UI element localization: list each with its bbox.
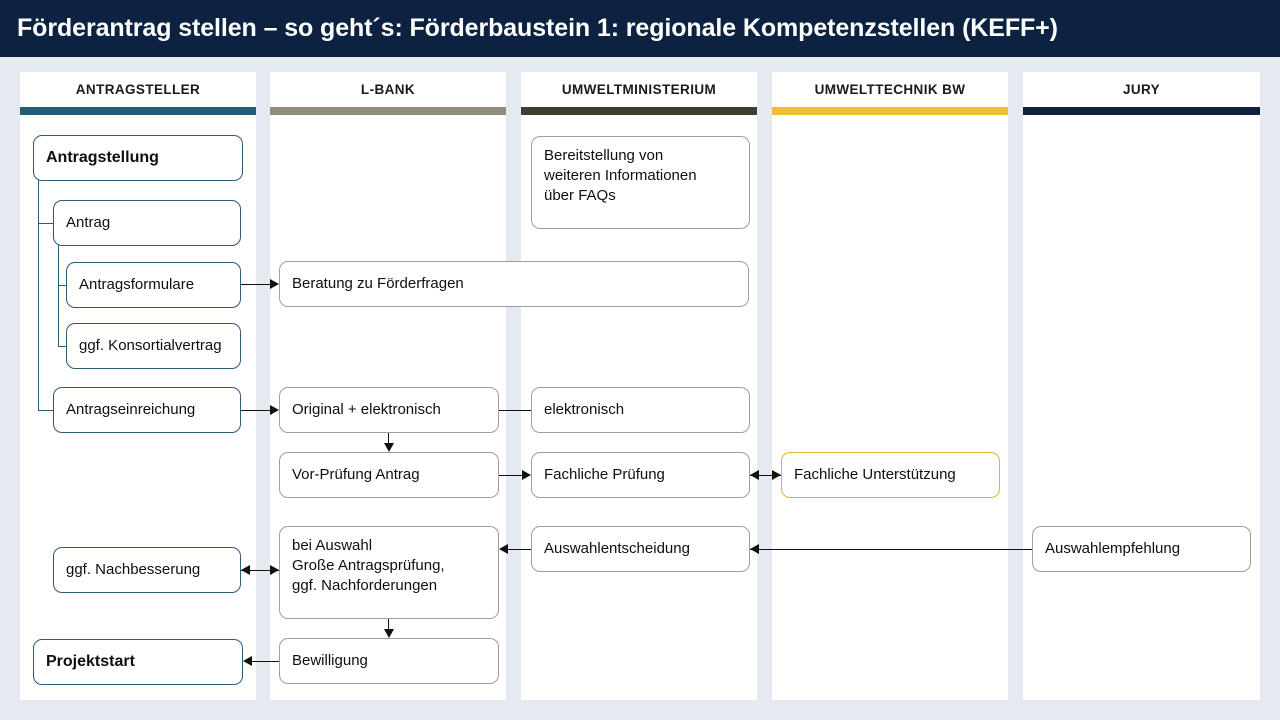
tree-branch-antragseinreichung bbox=[38, 410, 55, 412]
arrowhead-nachbesserung-left bbox=[241, 565, 250, 575]
page-title-bar: Förderantrag stellen – so geht´s: Förder… bbox=[0, 0, 1280, 57]
tree-trunk-sub bbox=[58, 245, 60, 347]
node-antragsformulare[interactable]: Antragsformulare bbox=[66, 262, 241, 308]
node-grosse-antragspruefung[interactable]: bei Auswahl Große Antragsprüfung, ggf. N… bbox=[279, 526, 499, 619]
node-faq-line2: weiteren Informationen bbox=[544, 166, 697, 184]
node-fachliche-unterstuetzung-label: Fachliche Unterstützung bbox=[794, 466, 956, 484]
arrowhead-vorpruefung bbox=[384, 443, 394, 452]
node-antrag-label: Antrag bbox=[66, 214, 111, 232]
connector-nachbesserung-to-grosse-pruefung bbox=[241, 570, 279, 572]
node-elektronisch[interactable]: elektronisch bbox=[531, 387, 750, 433]
node-faq-line3: über FAQs bbox=[544, 186, 616, 204]
connector-antragseinreichung-to-original bbox=[241, 410, 270, 412]
connector-vorpruefung-to-fachliche-pruefung bbox=[499, 475, 522, 477]
node-fachliche-pruefung[interactable]: Fachliche Prüfung bbox=[531, 452, 750, 498]
arrowhead-beratung bbox=[270, 279, 279, 289]
node-projektstart-label: Projektstart bbox=[46, 653, 135, 671]
node-beratung[interactable]: Beratung zu Förderfragen bbox=[279, 261, 749, 307]
node-antragseinreichung-label: Antragseinreichung bbox=[66, 401, 196, 419]
node-konsortialvertrag-label: ggf. Konsortialvertrag bbox=[79, 337, 222, 355]
arrowhead-original-elektronisch bbox=[270, 405, 279, 415]
node-faq-bereitstellung[interactable]: Bereitstellung von weiteren Informatione… bbox=[531, 136, 750, 229]
node-grosse-antragspruefung-line1: bei Auswahl bbox=[292, 537, 373, 554]
swimlane-jury: JURY bbox=[1023, 72, 1260, 700]
node-nachbesserung-label: ggf. Nachbesserung bbox=[66, 561, 201, 579]
node-vorpruefung-label: Vor-Prüfung Antrag bbox=[292, 466, 420, 484]
node-fachliche-pruefung-label: Fachliche Prüfung bbox=[544, 466, 665, 484]
node-antragstellung[interactable]: Antragstellung bbox=[33, 135, 243, 181]
swimlane-header-umwelttechnik: UMWELTTECHNIK BW bbox=[772, 72, 1008, 106]
node-grosse-antragspruefung-line3: ggf. Nachforderungen bbox=[292, 576, 438, 594]
arrowhead-auswahlentscheidung bbox=[750, 544, 759, 554]
connector-grosse-pruefung-to-bewilligung bbox=[388, 619, 390, 630]
tree-branch-antrag bbox=[38, 223, 55, 225]
swimlane-accent-umwelttechnik bbox=[772, 107, 1008, 115]
connector-original-to-vorpruefung bbox=[388, 433, 390, 444]
node-original-elektronisch[interactable]: Original + elektronisch bbox=[279, 387, 499, 433]
node-auswahlentscheidung[interactable]: Auswahlentscheidung bbox=[531, 526, 750, 572]
connector-auswahlempfehlung-to-auswahlentscheidung bbox=[750, 549, 1032, 551]
connector-original-to-elektronisch bbox=[499, 410, 531, 412]
swimlane-header-umweltministerium: UMWELTMINISTERIUM bbox=[521, 72, 757, 106]
page-title: Förderantrag stellen – so geht´s: Förder… bbox=[17, 14, 1058, 42]
node-vorpruefung[interactable]: Vor-Prüfung Antrag bbox=[279, 452, 499, 498]
tree-trunk-main bbox=[38, 180, 40, 411]
connector-auswahlentscheidung-to-grosse-pruefung bbox=[508, 549, 531, 551]
node-antragsformulare-label: Antragsformulare bbox=[79, 276, 195, 294]
node-faq-line1: Bereitstellung von bbox=[544, 147, 664, 164]
arrowhead-fachliche-pruefung-left bbox=[750, 470, 759, 480]
swimlane-label-jury: JURY bbox=[1122, 81, 1161, 97]
swimlane-accent-antragsteller bbox=[20, 107, 256, 115]
connector-fachliche-pruefung-to-unterstuetzung bbox=[750, 475, 781, 477]
node-antragstellung-label: Antragstellung bbox=[46, 149, 159, 167]
swimlane-accent-jury bbox=[1023, 107, 1260, 115]
arrowhead-grosse-antragspruefung bbox=[499, 544, 508, 554]
swimlane-label-antragsteller: ANTRAGSTELLER bbox=[75, 81, 201, 97]
arrowhead-projektstart bbox=[243, 656, 252, 666]
connector-bewilligung-to-projektstart bbox=[252, 661, 279, 663]
arrowhead-fachliche-pruefung bbox=[522, 470, 531, 480]
node-beratung-label: Beratung zu Förderfragen bbox=[292, 275, 464, 293]
swimlane-label-umwelttechnik: UMWELTTECHNIK BW bbox=[814, 81, 966, 97]
arrowhead-fachliche-unterstuetzung-right bbox=[772, 470, 781, 480]
node-antrag[interactable]: Antrag bbox=[53, 200, 241, 246]
node-projektstart[interactable]: Projektstart bbox=[33, 639, 243, 685]
arrowhead-bewilligung bbox=[384, 629, 394, 638]
swimlane-accent-umweltministerium bbox=[521, 107, 757, 115]
node-antragseinreichung[interactable]: Antragseinreichung bbox=[53, 387, 241, 433]
node-auswahlempfehlung-label: Auswahlempfehlung bbox=[1045, 540, 1181, 558]
node-grosse-antragspruefung-line2: Große Antragsprüfung, bbox=[292, 556, 445, 574]
swimlane-header-lbank: L-BANK bbox=[270, 72, 506, 106]
node-bewilligung-label: Bewilligung bbox=[292, 652, 368, 670]
swimlane-label-lbank: L-BANK bbox=[360, 81, 416, 97]
swimlane-header-jury: JURY bbox=[1023, 72, 1260, 106]
node-konsortialvertrag[interactable]: ggf. Konsortialvertrag bbox=[66, 323, 241, 369]
arrowhead-grosse-pruefung-right bbox=[270, 565, 279, 575]
node-original-elektronisch-label: Original + elektronisch bbox=[292, 401, 441, 419]
swimlane-label-umweltministerium: UMWELTMINISTERIUM bbox=[561, 81, 717, 97]
node-nachbesserung[interactable]: ggf. Nachbesserung bbox=[53, 547, 241, 593]
node-elektronisch-label: elektronisch bbox=[544, 401, 625, 419]
swimlane-umwelttechnik: UMWELTTECHNIK BW bbox=[772, 72, 1008, 700]
node-fachliche-unterstuetzung[interactable]: Fachliche Unterstützung bbox=[781, 452, 1000, 498]
node-auswahlentscheidung-label: Auswahlentscheidung bbox=[544, 540, 690, 558]
swimlane-header-antragsteller: ANTRAGSTELLER bbox=[20, 72, 256, 106]
connector-antragsformulare-to-beratung bbox=[241, 284, 270, 286]
node-auswahlempfehlung[interactable]: Auswahlempfehlung bbox=[1032, 526, 1251, 572]
node-bewilligung[interactable]: Bewilligung bbox=[279, 638, 499, 684]
swimlane-accent-lbank bbox=[270, 107, 506, 115]
